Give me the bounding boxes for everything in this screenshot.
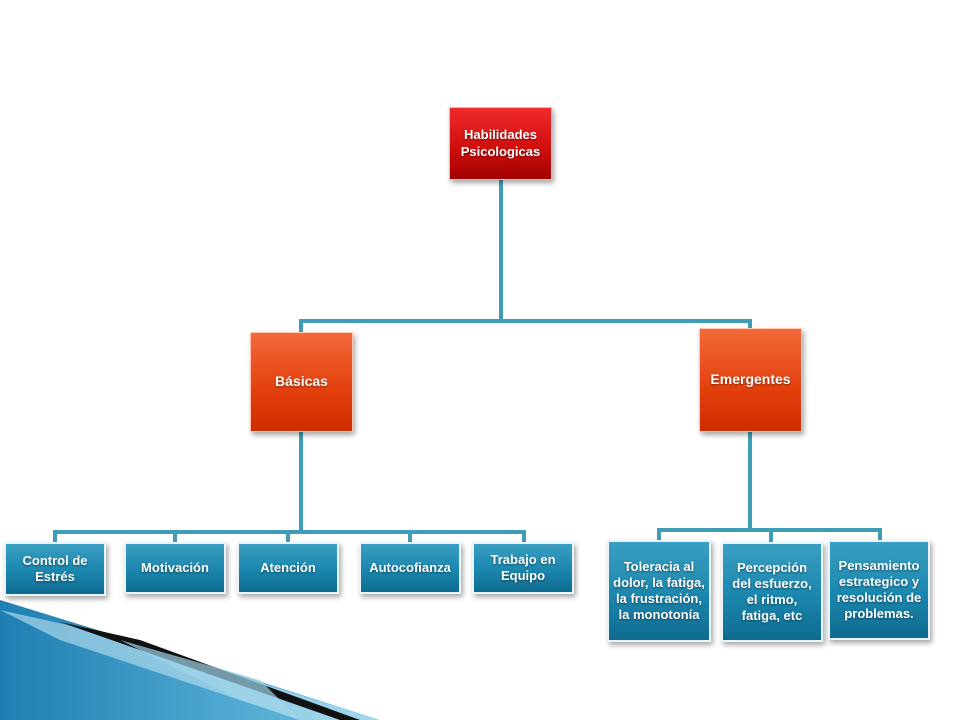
leaf-node-control-de-estres: Control de Estrés: [4, 542, 106, 596]
leaf-label: Toleracia al dolor, la fatiga, la frustr…: [613, 558, 705, 623]
leaf-node-pensamiento: Pensamiento estrategico y resolución de …: [828, 540, 930, 640]
leaf-label: Percepción del esfuerzo, el ritmo, fatig…: [732, 559, 812, 624]
leaf-label: Control de Estrés: [22, 552, 88, 584]
branch-node-basicas: Básicas: [250, 332, 353, 432]
leaf-node-percepcion: Percepción del esfuerzo, el ritmo, fatig…: [721, 542, 823, 642]
branch-label: Básicas: [275, 373, 328, 390]
leaf-label: Trabajo en Equipo: [490, 551, 556, 583]
leaf-label: Motivación: [141, 559, 209, 575]
leaf-node-trabajo-en-equipo: Trabajo en Equipo: [472, 542, 574, 594]
leaf-node-tolerancia: Toleracia al dolor, la fatiga, la frustr…: [607, 540, 711, 642]
branch-node-emergentes: Emergentes: [699, 328, 802, 432]
root-label: Habilidades Psicologicas: [460, 127, 541, 159]
branch-label: Emergentes: [710, 371, 791, 388]
leaf-node-atencion: Atención: [237, 542, 339, 594]
leaf-label: Pensamiento estrategico y resolución de …: [836, 557, 922, 622]
root-node: Habilidades Psicologicas: [449, 107, 552, 180]
leaf-label: Autocofianza: [369, 559, 451, 575]
leaf-node-motivacion: Motivación: [124, 542, 226, 594]
leaf-label: Atención: [260, 559, 316, 575]
leaf-node-autocofianza: Autocofianza: [359, 542, 461, 594]
